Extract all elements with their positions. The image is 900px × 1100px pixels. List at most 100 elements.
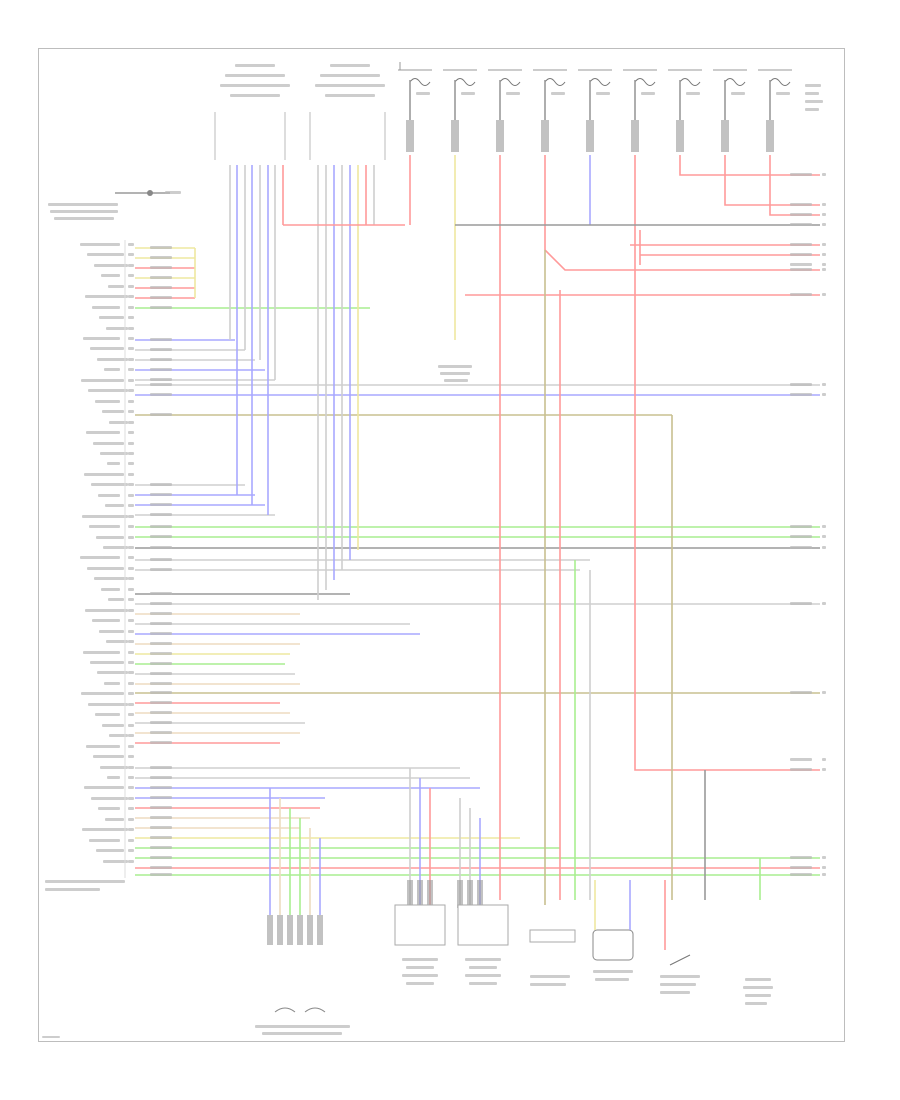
- label-placeholder: [220, 84, 290, 87]
- label-placeholder: [790, 856, 812, 859]
- label-placeholder: [93, 442, 124, 445]
- label-placeholder: [48, 203, 118, 206]
- label-placeholder: [150, 721, 172, 724]
- label-placeholder: [128, 818, 134, 821]
- connector-pin: [676, 120, 684, 152]
- label-placeholder: [96, 536, 124, 539]
- label-placeholder: [128, 285, 134, 288]
- label-placeholder: [743, 986, 773, 989]
- label-placeholder: [86, 431, 120, 434]
- label-placeholder: [84, 786, 124, 789]
- label-placeholder: [109, 734, 128, 737]
- label-placeholder: [315, 84, 385, 87]
- label-placeholder: [406, 966, 434, 969]
- left-module: [394, 904, 446, 946]
- label-placeholder: [82, 828, 128, 831]
- connector-pin: [451, 120, 459, 152]
- label-placeholder: [106, 640, 128, 643]
- label-placeholder: [790, 546, 812, 549]
- label-placeholder: [330, 64, 370, 67]
- label-placeholder: [745, 978, 771, 981]
- sensor-body: [529, 929, 576, 943]
- label-placeholder: [150, 642, 172, 645]
- label-placeholder: [128, 462, 134, 465]
- label-placeholder: [150, 358, 172, 361]
- label-placeholder: [103, 546, 128, 549]
- label-placeholder: [94, 264, 128, 267]
- label-placeholder: [128, 431, 134, 434]
- label-placeholder: [150, 535, 172, 538]
- label-placeholder: [150, 525, 172, 528]
- label-placeholder: [88, 703, 128, 706]
- label-placeholder: [81, 379, 124, 382]
- label-placeholder: [105, 504, 124, 507]
- connector-pin: [427, 880, 433, 908]
- label-placeholder: [89, 839, 120, 842]
- switch-icon: [147, 190, 153, 196]
- label-placeholder: [96, 849, 124, 852]
- label-placeholder: [150, 846, 172, 849]
- fuse-icon: [589, 78, 611, 86]
- label-placeholder: [128, 337, 134, 340]
- label-placeholder: [128, 745, 134, 748]
- label-placeholder: [128, 483, 134, 486]
- label-placeholder: [262, 1032, 342, 1035]
- label-placeholder: [128, 546, 134, 549]
- diagram-frame: [38, 48, 845, 1042]
- label-placeholder: [790, 758, 812, 761]
- label-placeholder: [686, 92, 700, 95]
- label-placeholder: [150, 513, 172, 516]
- label-placeholder: [165, 191, 181, 194]
- label-placeholder: [83, 651, 120, 654]
- label-placeholder: [150, 622, 172, 625]
- connector-pin: [721, 120, 729, 152]
- label-placeholder: [128, 849, 134, 852]
- label-placeholder: [406, 982, 434, 985]
- fuse-icon: [499, 78, 521, 86]
- label-placeholder: [150, 266, 172, 269]
- label-placeholder: [128, 264, 134, 267]
- label-placeholder: [822, 602, 826, 605]
- label-placeholder: [128, 442, 134, 445]
- connector-pin: [406, 120, 414, 152]
- label-placeholder: [128, 306, 134, 309]
- label-placeholder: [150, 592, 172, 595]
- connector-pin: [766, 120, 774, 152]
- label-placeholder: [150, 413, 172, 416]
- label-placeholder: [150, 691, 172, 694]
- label-placeholder: [128, 651, 134, 654]
- label-placeholder: [790, 243, 812, 246]
- label-placeholder: [83, 337, 120, 340]
- label-placeholder: [107, 776, 120, 779]
- label-placeholder: [107, 462, 120, 465]
- label-placeholder: [440, 372, 470, 375]
- label-placeholder: [805, 84, 821, 87]
- label-placeholder: [150, 378, 172, 381]
- connector-pin: [407, 880, 413, 908]
- label-placeholder: [150, 672, 172, 675]
- label-placeholder: [822, 535, 826, 538]
- label-placeholder: [790, 173, 812, 176]
- label-placeholder: [150, 493, 172, 496]
- label-placeholder: [150, 776, 172, 779]
- label-placeholder: [150, 652, 172, 655]
- switch-icon: [669, 954, 691, 966]
- connector-pin: [631, 120, 639, 152]
- label-placeholder: [150, 866, 172, 869]
- label-placeholder: [94, 577, 128, 580]
- label-placeholder: [805, 108, 819, 111]
- label-placeholder: [150, 568, 172, 571]
- label-placeholder: [128, 713, 134, 716]
- label-placeholder: [150, 873, 172, 876]
- connector-pin: [586, 120, 594, 152]
- label-placeholder: [82, 515, 128, 518]
- label-placeholder: [790, 203, 812, 206]
- label-placeholder: [790, 602, 812, 605]
- label-placeholder: [822, 173, 826, 176]
- sensor-icon: [274, 1007, 326, 1013]
- label-placeholder: [128, 807, 134, 810]
- label-placeholder: [128, 243, 134, 246]
- label-placeholder: [128, 421, 134, 424]
- label-placeholder: [444, 379, 468, 382]
- label-placeholder: [822, 383, 826, 386]
